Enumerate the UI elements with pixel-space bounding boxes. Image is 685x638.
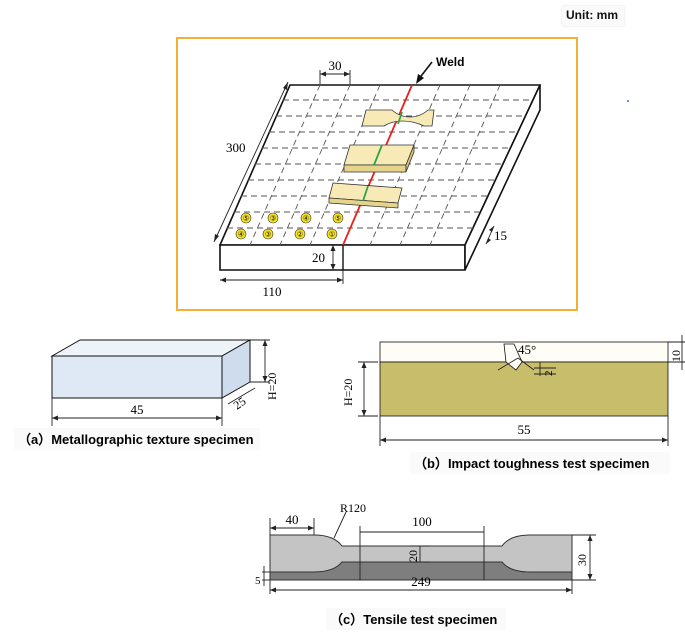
plate-marker-labels: ⑤ ③ ④ ⑤ ④ ③ ② ① bbox=[238, 215, 341, 239]
metallo-front bbox=[51, 355, 223, 399]
impact-body bbox=[379, 361, 669, 417]
marker-top-3: ④ bbox=[303, 215, 309, 223]
plate-dim-20: 20 bbox=[312, 250, 325, 265]
stray-dot bbox=[627, 100, 629, 102]
impact-caption: （b）Impact toughness test specimen bbox=[414, 456, 650, 471]
plate-specimen-tensile bbox=[361, 109, 435, 127]
unit-label-text: Unit: mm bbox=[566, 8, 618, 22]
tensile-dim-r: R120 bbox=[340, 501, 366, 515]
tensile-caption-box bbox=[326, 608, 506, 630]
marker-top-1: ⑤ bbox=[243, 215, 249, 223]
marker-bottom-2: ③ bbox=[265, 231, 271, 239]
unit-label bbox=[562, 6, 624, 26]
metallo-dim-45: 45 bbox=[131, 402, 144, 417]
tensile-dim-5: 5 bbox=[255, 575, 261, 587]
metallo-top bbox=[50, 339, 252, 357]
weld-label: Weld bbox=[436, 55, 464, 69]
tensile-dim-20: 20 bbox=[406, 550, 420, 562]
impact-dim-2: 2 bbox=[543, 371, 555, 377]
plate-dim-15: 15 bbox=[494, 228, 507, 243]
plate-frame bbox=[176, 37, 578, 311]
plate-dim-30: 30 bbox=[329, 58, 342, 73]
metallo-caption-box bbox=[14, 428, 260, 450]
impact-caption-box bbox=[410, 452, 670, 474]
tensile-caption: （c）Tensile test specimen bbox=[330, 612, 497, 627]
metallo-dim-25: 25 bbox=[231, 394, 249, 412]
tensile-base bbox=[269, 561, 573, 581]
tensile-dim-30: 30 bbox=[575, 554, 589, 566]
impact-dim-angle: 45° bbox=[518, 342, 536, 357]
weld-arrowhead bbox=[416, 74, 424, 84]
plate-specimen-metallo bbox=[328, 182, 403, 209]
tensile-dim-100: 100 bbox=[412, 514, 432, 529]
metallo-caption: （a）Metallographic texture specimen bbox=[18, 432, 254, 447]
marker-top-4: ⑤ bbox=[335, 215, 341, 223]
tensile-dim-249: 249 bbox=[411, 574, 431, 589]
marker-top-2: ③ bbox=[270, 215, 276, 223]
impact-dim-10: 10 bbox=[669, 350, 683, 362]
plate-dim-110: 110 bbox=[262, 284, 281, 299]
marker-bottom-1: ④ bbox=[238, 231, 244, 239]
plate-specimen-impact bbox=[343, 144, 415, 173]
plate-dim-300: 300 bbox=[226, 140, 246, 155]
impact-dim-h: H=20 bbox=[341, 379, 355, 406]
plate-markers bbox=[235, 212, 344, 240]
tensile-dim-40: 40 bbox=[286, 512, 299, 527]
metallo-dim-h: H=20 bbox=[265, 373, 279, 400]
impact-dim-55: 55 bbox=[518, 422, 531, 437]
marker-bottom-3: ② bbox=[297, 231, 303, 239]
plate-right-face bbox=[464, 84, 541, 271]
marker-bottom-4: ① bbox=[329, 231, 335, 239]
